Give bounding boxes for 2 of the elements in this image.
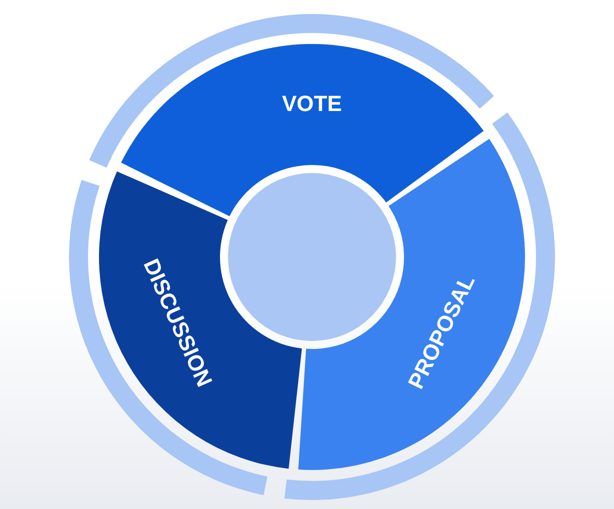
segment-label: VOTE xyxy=(282,92,342,116)
center-circle xyxy=(228,173,396,341)
